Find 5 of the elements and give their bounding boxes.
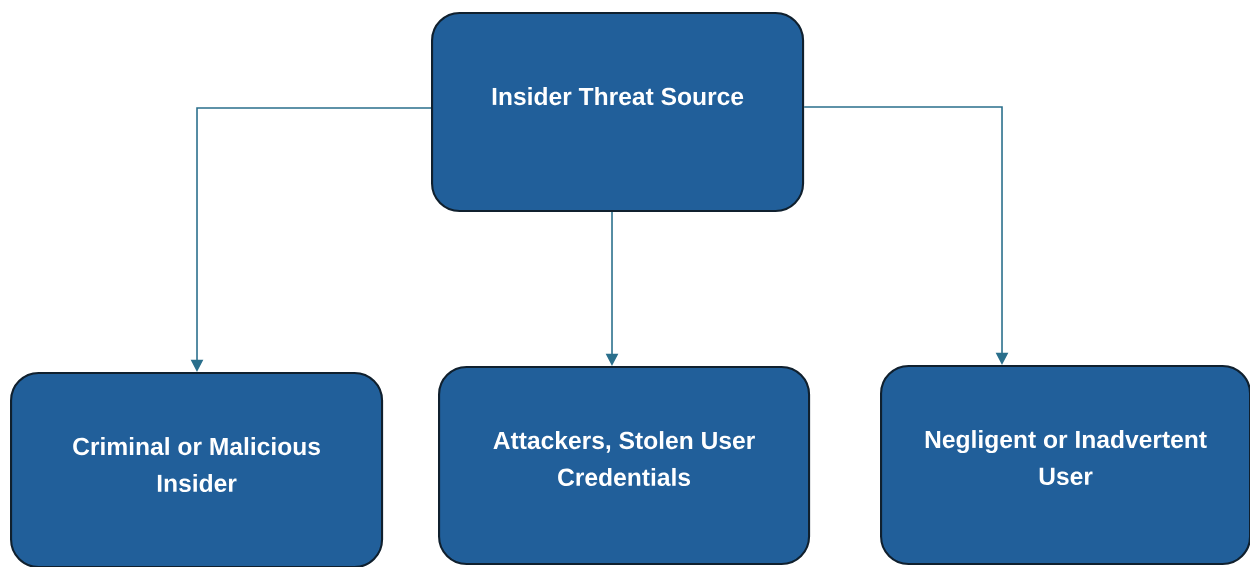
process-box: Attackers, Stolen User Credentials (438, 366, 811, 566)
process-box: Negligent or Inadvertent User (880, 365, 1250, 566)
connector-arrow (803, 106, 1009, 365)
process-box: Insider Threat Source (431, 12, 805, 213)
process-box: Criminal or Malicious Insider (10, 372, 384, 567)
